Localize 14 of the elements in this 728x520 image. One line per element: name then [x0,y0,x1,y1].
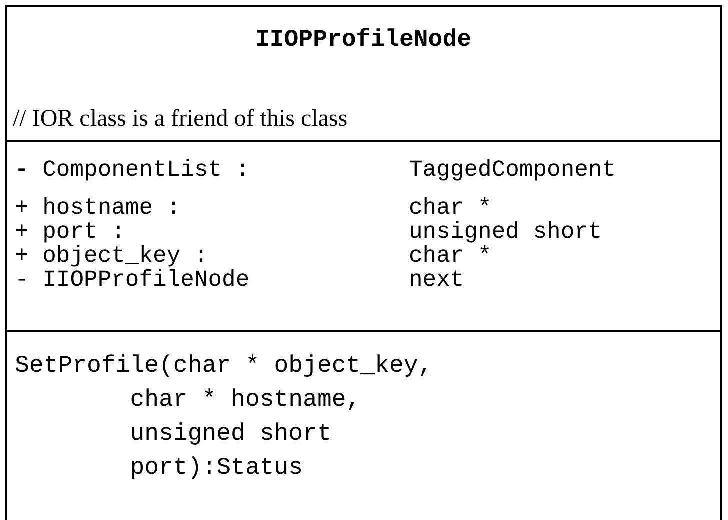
attribute-name: - IIOPProfileNode [14,268,251,292]
attribute-type: TaggedComponent [409,158,616,182]
attribute-type: next [409,268,464,292]
comment-text: // IOR class is a friend of this class [13,105,348,133]
attribute-name: - ComponentList : [14,158,251,182]
attribute-type: unsigned short [409,220,602,244]
attribute-name: + port : [14,220,126,244]
attribute-type: char * [409,196,492,220]
class-name: IIOPProfileNode [254,27,473,55]
operation-signature: SetProfile(char * object_key, char * hostname, unsigned short port):Status [15,352,434,484]
attribute-name: + object_key : [14,244,210,268]
class-box [5,5,722,520]
attribute-type: char * [409,244,492,268]
attribute-name: + hostname : [14,196,182,220]
